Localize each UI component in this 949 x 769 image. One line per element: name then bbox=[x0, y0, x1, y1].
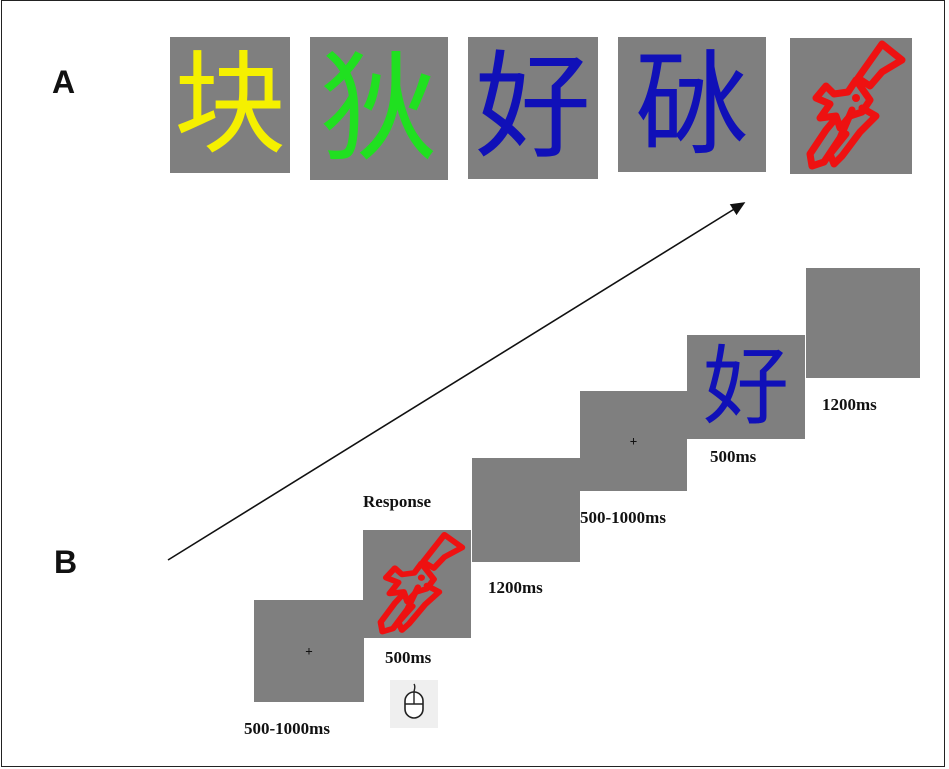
response-label: Response bbox=[363, 492, 432, 511]
trial-screen-fixation-1: + bbox=[254, 600, 364, 702]
stimulus-tile-character-1: 块 bbox=[170, 37, 290, 173]
timing-label-fixation-2: 500-1000ms bbox=[580, 508, 666, 527]
pliers-icon bbox=[806, 40, 906, 170]
trial-screen-fixation-2: + bbox=[580, 391, 687, 491]
timing-label-fixation-1: 500-1000ms bbox=[244, 719, 330, 738]
timing-label-blank-2: 1200ms bbox=[822, 395, 877, 414]
fixation-cross: + bbox=[629, 434, 638, 448]
trial-screen-character: 好 bbox=[687, 335, 805, 439]
timing-label-character: 500ms bbox=[710, 447, 757, 466]
panel-a-label: A bbox=[52, 64, 76, 100]
timing-label-picture: 500ms bbox=[385, 648, 432, 667]
timing-label-blank-1: 1200ms bbox=[488, 578, 543, 597]
pliers-icon bbox=[377, 531, 466, 635]
stimulus-tile-picture bbox=[790, 38, 912, 174]
trial-screen-blank-2 bbox=[806, 268, 920, 378]
character-stimulus: 好 bbox=[703, 337, 789, 437]
stimulus-tile-non-character: 砅 bbox=[618, 37, 766, 172]
pseudo-character-stimulus: 好 bbox=[475, 40, 591, 175]
fixation-cross: + bbox=[305, 644, 313, 658]
mouse-icon bbox=[404, 683, 424, 719]
non-character-stimulus: 砅 bbox=[634, 37, 749, 171]
trial-screen-blank-1 bbox=[472, 458, 580, 562]
trial-screen-picture bbox=[363, 530, 471, 638]
stimulus-tile-pseudo-character: 好 bbox=[468, 37, 598, 179]
panel-b-label: B bbox=[54, 544, 78, 580]
character-stimulus: 狄 bbox=[319, 39, 438, 178]
character-stimulus: 块 bbox=[174, 40, 286, 170]
stimulus-tile-character-2: 狄 bbox=[310, 37, 448, 180]
response-device bbox=[390, 680, 438, 728]
